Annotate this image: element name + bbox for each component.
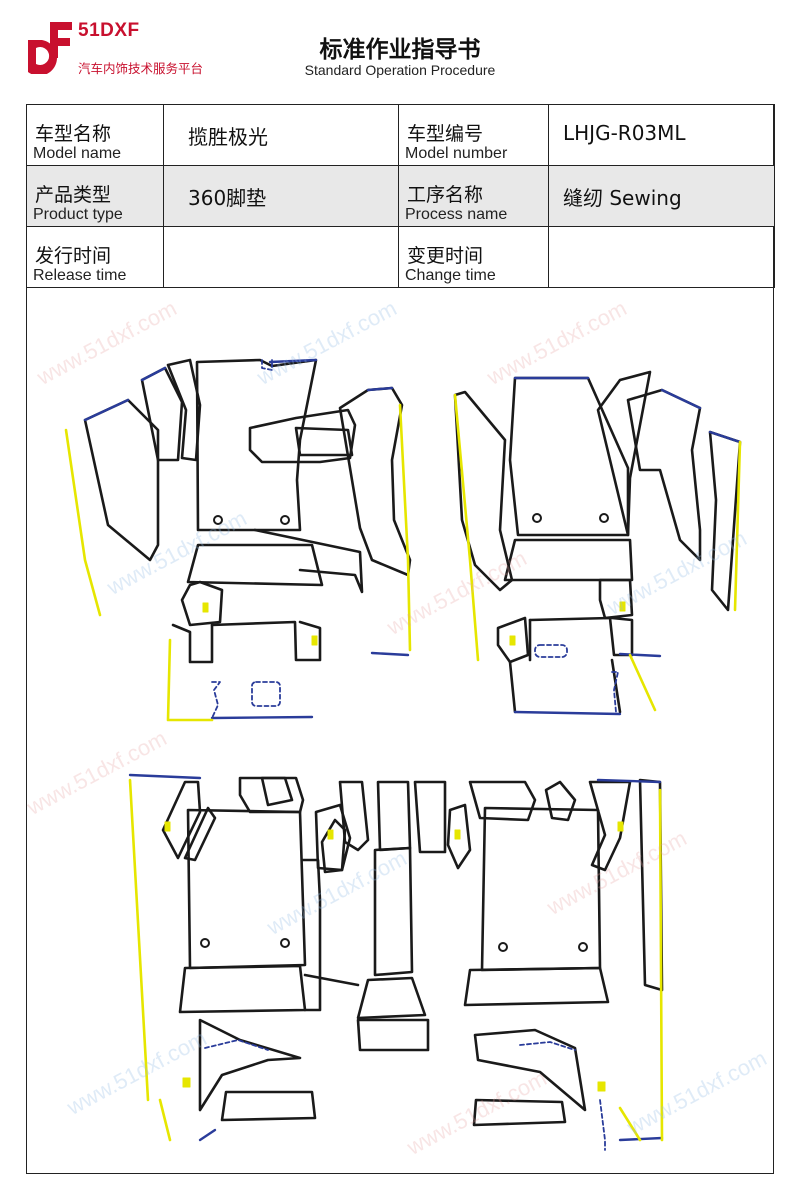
table-row: 车型名称 Model name 揽胜极光 车型编号 Model number L… <box>26 104 775 166</box>
release-time-value <box>163 226 399 288</box>
mat-piece <box>183 806 217 862</box>
mat-piece <box>468 780 537 822</box>
mat-piece <box>314 803 352 872</box>
mat-piece <box>356 976 427 1020</box>
brand-logo: 51DXF 汽车内饰技术服务平台 <box>22 18 232 78</box>
mat-piece <box>220 1090 317 1122</box>
model-name-value: 揽胜极光 <box>163 104 399 166</box>
mat-piece <box>294 426 354 457</box>
info-table: 车型名称 Model name 揽胜极光 车型编号 Model number L… <box>26 104 775 288</box>
mat-piece <box>376 780 412 852</box>
mat-piece <box>198 1018 302 1112</box>
document-title: 标准作业指导书 <box>319 37 481 63</box>
product-type-label: 产品类型 Product type <box>26 165 164 227</box>
mat-piece <box>253 528 364 594</box>
mat-piece <box>303 973 360 987</box>
mat-piece <box>472 1098 567 1127</box>
product-type-value: 360脚垫 <box>163 165 399 227</box>
mat-piece <box>178 964 307 1014</box>
mat-piece <box>180 580 224 627</box>
mat-piece <box>238 776 305 814</box>
floor-mat-pattern-drawing <box>64 358 742 1151</box>
mat-piece <box>596 370 652 537</box>
model-number-value: LHJG-R03ML <box>548 104 775 166</box>
mat-piece <box>544 780 577 822</box>
mat-piece <box>210 620 322 662</box>
change-time-label: 变更时间 Change time <box>398 226 549 288</box>
mat-piece <box>166 358 202 462</box>
mat-piece <box>195 358 318 532</box>
change-time-value <box>548 226 775 288</box>
model-number-label: 车型编号 Model number <box>398 104 549 166</box>
release-time-label: 发行时间 Release time <box>26 226 164 288</box>
mat-piece <box>413 780 447 854</box>
mat-piece <box>463 966 610 1007</box>
mat-piece <box>161 780 202 860</box>
document-subtitle: Standard Operation Procedure <box>304 62 496 78</box>
process-name-value: 缝纫 Sewing <box>548 165 775 227</box>
brand-name: 51DXF <box>78 20 140 41</box>
logo-mark-icon <box>28 22 72 74</box>
mat-piece <box>301 858 322 1012</box>
mat-piece <box>638 778 664 992</box>
mat-piece <box>598 578 634 620</box>
mat-piece <box>508 618 622 714</box>
mat-piece <box>320 818 347 874</box>
brand-tagline: 汽车内饰技术服务平台 <box>78 61 204 76</box>
mat-piece <box>473 1028 587 1112</box>
mat-piece <box>248 408 357 464</box>
table-row: 发行时间 Release time 变更时间 Change time <box>26 226 775 288</box>
mat-piece <box>83 398 160 562</box>
mat-piece <box>260 776 294 807</box>
mat-piece <box>503 538 634 582</box>
mat-piece <box>528 616 634 657</box>
mat-piece <box>186 543 324 587</box>
mat-piece <box>186 808 307 970</box>
mat-piece <box>626 388 702 562</box>
mat-piece <box>446 803 472 870</box>
mat-piece <box>171 623 214 664</box>
mat-piece <box>356 1018 430 1052</box>
table-row: 产品类型 Product type 360脚垫 工序名称 Process nam… <box>26 165 775 227</box>
mat-piece <box>588 780 632 872</box>
mat-piece <box>373 846 414 977</box>
mat-piece <box>496 616 530 664</box>
model-name-label: 车型名称 Model name <box>26 104 164 166</box>
process-name-label: 工序名称 Process name <box>398 165 549 227</box>
